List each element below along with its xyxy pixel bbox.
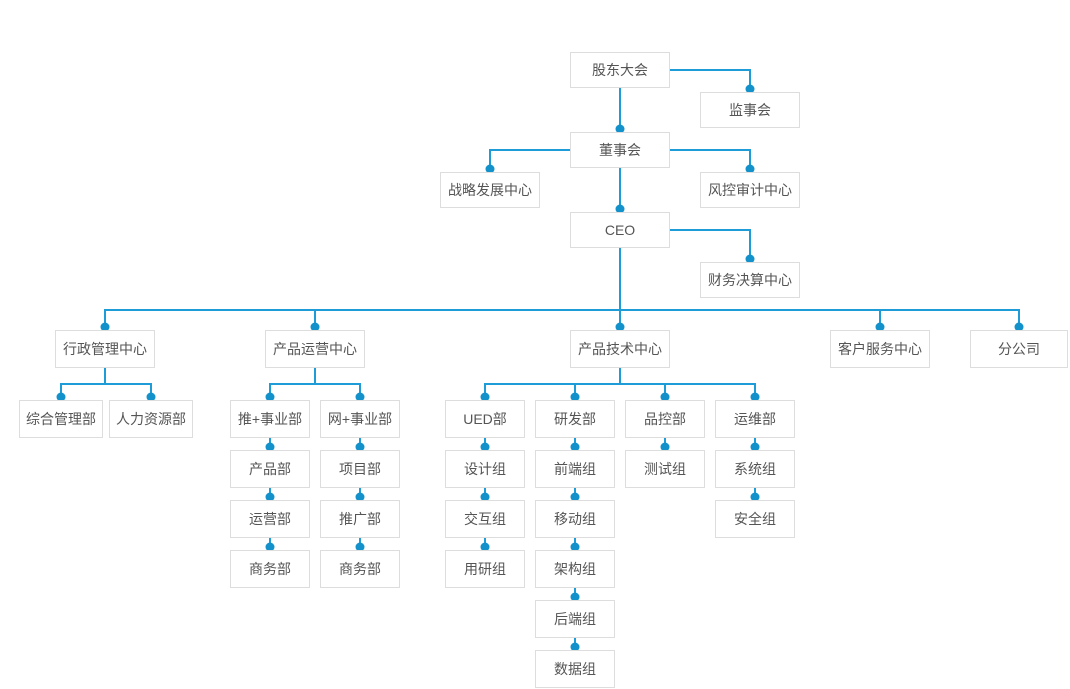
org-node-interaction-group[interactable]: 交互组	[445, 500, 525, 538]
org-node-mobile-group[interactable]: 移动组	[535, 500, 615, 538]
org-node-general-management-dept[interactable]: 综合管理部	[19, 400, 103, 438]
org-node-data-group[interactable]: 数据组	[535, 650, 615, 688]
org-node-supervisory-board[interactable]: 监事会	[700, 92, 800, 128]
org-node-ued-dept[interactable]: UED部	[445, 400, 525, 438]
org-node-strategy-center[interactable]: 战略发展中心	[440, 172, 540, 208]
org-node-frontend-group[interactable]: 前端组	[535, 450, 615, 488]
org-node-qc-dept[interactable]: 品控部	[625, 400, 705, 438]
org-node-system-group[interactable]: 系统组	[715, 450, 795, 488]
org-node-design-group[interactable]: 设计组	[445, 450, 525, 488]
org-node-product-tech-center[interactable]: 产品技术中心	[570, 330, 670, 368]
org-node-rd-dept[interactable]: 研发部	[535, 400, 615, 438]
org-node-business-dept-2[interactable]: 商务部	[320, 550, 400, 588]
org-node-admin-center[interactable]: 行政管理中心	[55, 330, 155, 368]
org-node-user-research-group[interactable]: 用研组	[445, 550, 525, 588]
org-node-om-dept[interactable]: 运维部	[715, 400, 795, 438]
org-node-architecture-group[interactable]: 架构组	[535, 550, 615, 588]
org-node-project-dept[interactable]: 项目部	[320, 450, 400, 488]
org-node-product-dept[interactable]: 产品部	[230, 450, 310, 488]
org-node-testing-group[interactable]: 测试组	[625, 450, 705, 488]
org-node-promotion-dept[interactable]: 推广部	[320, 500, 400, 538]
org-node-finance-center[interactable]: 财务决算中心	[700, 262, 800, 298]
org-node-shareholders-meeting[interactable]: 股东大会	[570, 52, 670, 88]
org-node-ceo[interactable]: CEO	[570, 212, 670, 248]
org-node-wang-business-dept[interactable]: 网+事业部	[320, 400, 400, 438]
org-node-customer-service-center[interactable]: 客户服务中心	[830, 330, 930, 368]
org-node-product-ops-center[interactable]: 产品运营中心	[265, 330, 365, 368]
org-node-backend-group[interactable]: 后端组	[535, 600, 615, 638]
org-node-business-dept-1[interactable]: 商务部	[230, 550, 310, 588]
org-node-branch-company[interactable]: 分公司	[970, 330, 1068, 368]
org-node-risk-audit-center[interactable]: 风控审计中心	[700, 172, 800, 208]
org-node-tui-business-dept[interactable]: 推+事业部	[230, 400, 310, 438]
org-node-operation-dept[interactable]: 运营部	[230, 500, 310, 538]
org-node-board-of-directors[interactable]: 董事会	[570, 132, 670, 168]
org-node-security-group[interactable]: 安全组	[715, 500, 795, 538]
org-node-hr-dept[interactable]: 人力资源部	[109, 400, 193, 438]
